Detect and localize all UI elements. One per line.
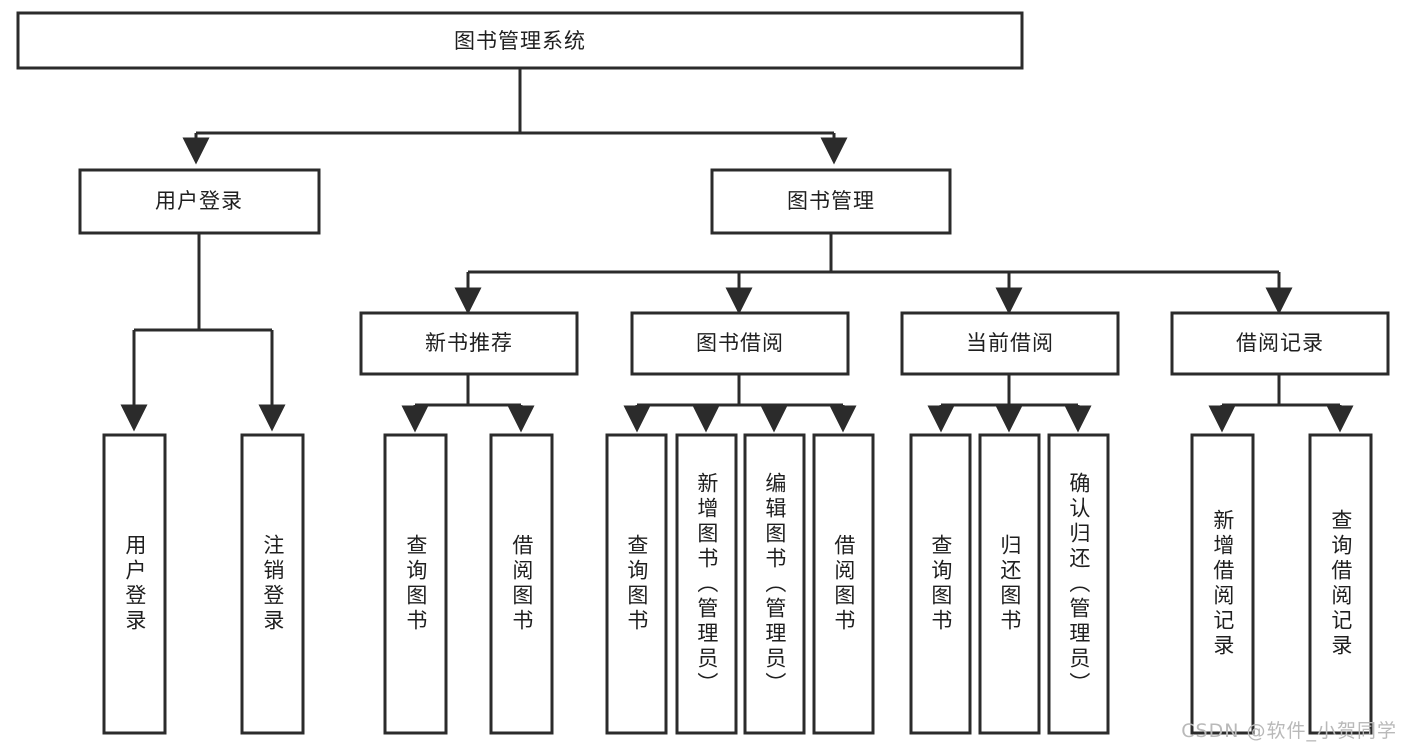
leaf-box-current-borrow-2[interactable] [1047,433,1110,735]
node-user-login-label: 用户登录 [155,189,243,213]
leaf-box-new-book-0[interactable] [383,433,448,735]
leaf-box-book-borrow-3[interactable] [812,433,875,735]
node-borrow-record[interactable]: 借阅记录 [1170,311,1390,376]
node-new-book-recommend-label: 新书推荐 [425,331,513,355]
node-borrow-record-label: 借阅记录 [1236,331,1324,355]
leaf-box-book-borrow-1[interactable] [675,433,738,735]
leaf-box-borrow-record-1[interactable] [1308,433,1373,735]
node-book-management[interactable]: 图书管理 [710,168,952,235]
node-current-borrow[interactable]: 当前借阅 [900,311,1120,376]
connector-bookborrow-to-leaves [623,374,857,433]
leaf-rects-book-borrow[interactable] [605,433,875,735]
leaf-box-current-borrow-0[interactable] [909,433,972,735]
node-root-label: 图书管理系统 [454,29,586,53]
leaf-box-borrow-record-0[interactable] [1190,433,1255,735]
connector-currentborrow-to-leaves [927,374,1092,433]
leaf-rects-new-book[interactable] [383,433,554,735]
node-new-book-recommend[interactable]: 新书推荐 [359,311,579,376]
connector-root-to-level2 [182,68,848,165]
node-current-borrow-label: 当前借阅 [966,331,1054,355]
leaf-box-book-borrow-0[interactable] [605,433,668,735]
node-book-management-label: 图书管理 [787,189,875,213]
leaf-box-new-book-1[interactable] [489,433,554,735]
leaf-box-user-login-0[interactable] [102,433,167,735]
connector-userlogin-to-leaves [120,233,286,432]
leaf-box-user-login-1[interactable] [240,433,305,735]
connector-borrowrecord-to-leaves [1208,374,1354,433]
leaf-rects-borrow-record[interactable] [1190,433,1373,735]
leaf-box-book-borrow-2[interactable] [743,433,806,735]
leaf-rects-current-borrow[interactable] [909,433,1110,735]
node-root[interactable]: 图书管理系统 [16,11,1024,70]
csdn-watermark: CSDN @软件_小贺同学 [1181,720,1397,742]
node-user-login[interactable]: 用户登录 [78,168,321,235]
connector-bookmgmt-to-level3 [454,233,1293,315]
connector-newbook-to-leaves [401,374,535,433]
node-book-borrow-label: 图书借阅 [696,331,784,355]
leaf-rects-user-login[interactable] [102,433,305,735]
leaf-box-current-borrow-1[interactable] [978,433,1041,735]
node-book-borrow[interactable]: 图书借阅 [630,311,850,376]
